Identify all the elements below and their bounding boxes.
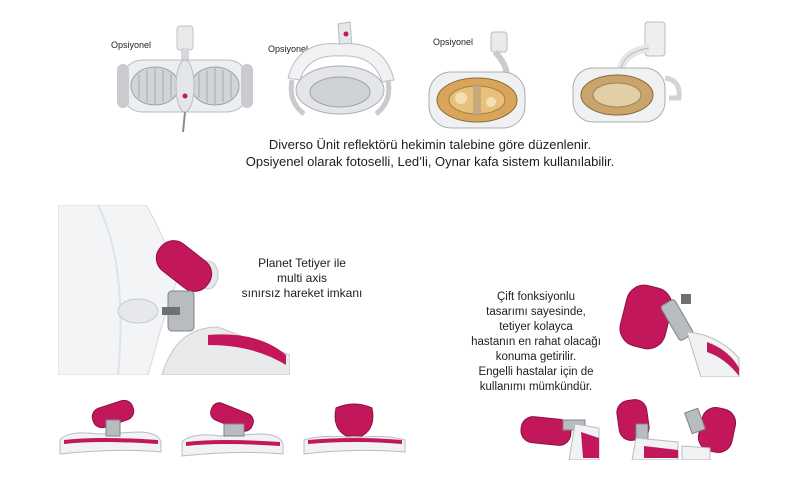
reflector-caption-line-2: Opsiyenel olarak fotoselli, Led’li, Oyna… <box>245 154 615 169</box>
headrest-view-photo-2 <box>181 402 284 457</box>
headrest-caption-line-3: sınırsız hareket imkanı <box>241 286 363 300</box>
optional-label-2: Opsiyonel <box>268 44 309 54</box>
double-function-line-3: tetiyer kolayca <box>499 321 573 333</box>
double-function-line-6: Engelli hastalar için de <box>478 366 594 378</box>
headrest-caption-line-1: Planet Tetiyer ile <box>258 256 346 270</box>
headrest-angle-photo-1 <box>520 416 600 460</box>
optional-label-1: Opsiyonel <box>111 40 152 50</box>
headrest-view-photo-3 <box>303 403 406 455</box>
double-function-caption: Çift fonksiyonlu tasarımı sayesinde, tet… <box>445 290 627 395</box>
double-function-line-1: Çift fonksiyonlu <box>497 291 575 303</box>
double-function-line-5: konuma getirilir. <box>495 351 577 363</box>
headrest-angle-photo-2 <box>616 399 679 460</box>
double-function-line-4: hastanın en rahat olacağı <box>471 336 601 348</box>
doctor-headrest-photo <box>58 205 290 375</box>
reflector-lamp-photo-3 <box>428 31 526 129</box>
headrest-angle-photo-3 <box>681 407 737 460</box>
reflector-lamp-photo-4 <box>572 21 682 123</box>
reflector-lamp-photo-2 <box>287 21 395 116</box>
headrest-caption: Planet Tetiyer ile multi axis sınırsız h… <box>232 256 372 301</box>
reflector-lamp-photo-1 <box>117 25 253 133</box>
optional-label-3: Opsiyonel <box>433 37 474 47</box>
headrest-view-photo-1 <box>59 399 162 455</box>
double-function-line-2: tasarımı sayesinde, <box>486 306 586 318</box>
reflector-caption-line-1: Diverso Ünit reflektörü hekimin talebine… <box>268 137 592 152</box>
headrest-caption-line-2: multi axis <box>276 271 327 285</box>
double-function-headrest-photo <box>619 284 740 377</box>
double-function-line-7: kullanımı mümkündür. <box>479 381 593 393</box>
reflector-caption: Diverso Ünit reflektörü hekimin talebine… <box>230 136 630 170</box>
